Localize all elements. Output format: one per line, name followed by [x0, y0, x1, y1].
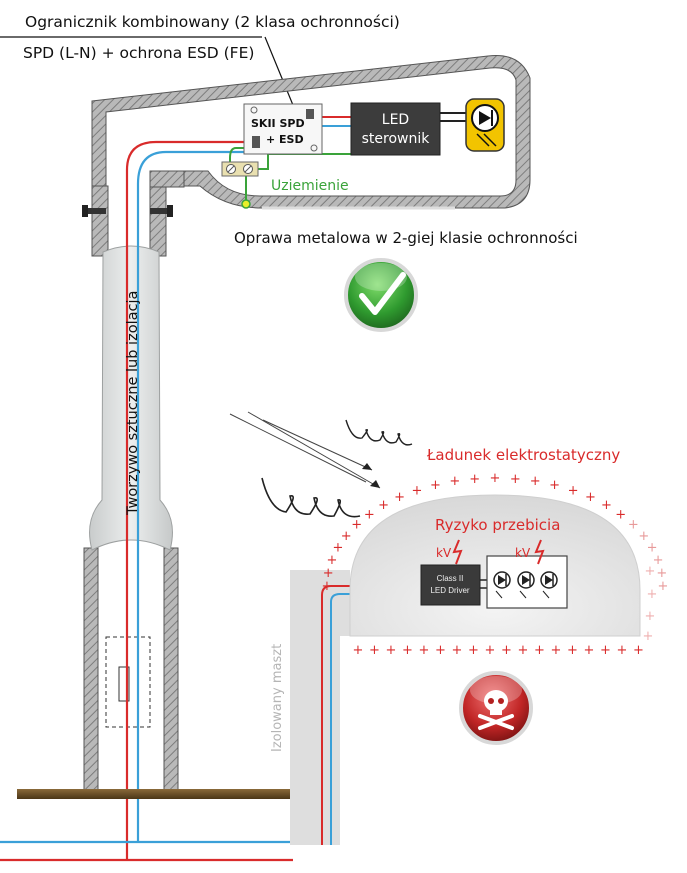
mast-phase-wire — [321, 585, 430, 845]
charge-plus: + — [394, 490, 405, 505]
luminaire-caption: Oprawa metalowa w 2-giej klasie ochronno… — [234, 229, 578, 247]
led-lamp-icon — [465, 98, 505, 152]
insulation-label: Tworzywo sztuczne lub izolacja — [125, 291, 141, 516]
charge-plus-signs: + + + + + + + + + + + + + + + + + + — [353, 643, 644, 658]
insulated-mast — [290, 570, 350, 845]
mast-neutral-wire — [330, 593, 430, 845]
charge-plus: + — [351, 518, 362, 533]
charge-plus: + — [322, 579, 333, 594]
charge-plus: + — [633, 643, 644, 658]
charge-plus: + — [551, 643, 562, 658]
radiation-lines — [229, 411, 381, 489]
header-subtitle: SPD (L-N) + ochrona ESD (FE) — [23, 44, 254, 62]
led-driver-box: LED sterownik — [350, 102, 441, 156]
charge-plus: + — [567, 643, 578, 658]
charge-plus: + — [653, 553, 664, 568]
lightning-icon — [534, 539, 545, 565]
charge-plus: + — [530, 474, 541, 489]
led-module — [486, 555, 568, 609]
charge-plus: + — [411, 483, 422, 498]
spd-module: SKII SPD + ESD — [243, 103, 323, 155]
charge-plus: + — [364, 507, 375, 522]
charge-plus: + — [430, 478, 441, 493]
header: Ogranicznik kombinowany (2 klasa ochronn… — [0, 13, 400, 111]
charge-plus-signs: +++++++++++++++++++++++++++++++ — [322, 471, 669, 644]
charge-plus: + — [656, 566, 667, 581]
charge-plus: + — [645, 609, 656, 624]
mounting-bolt — [150, 205, 173, 217]
charge-plus: + — [501, 643, 512, 658]
class2-label-2: LED Driver — [430, 586, 469, 595]
charge-plus: + — [378, 498, 389, 513]
coil-icon — [261, 419, 413, 518]
charge-plus: + — [341, 529, 352, 544]
charge-plus: + — [419, 643, 430, 658]
terminal-block — [221, 161, 259, 177]
checkmark-icon — [344, 258, 418, 332]
fuse — [118, 666, 130, 702]
charge-plus: + — [369, 643, 380, 658]
spd-label-2: + ESD — [266, 133, 304, 146]
charge-plus: + — [645, 564, 656, 579]
charge-plus: + — [386, 643, 397, 658]
charge-plus: + — [601, 498, 612, 513]
charge-plus: + — [323, 566, 334, 581]
charge-plus: + — [647, 541, 658, 556]
led-diode-icon — [517, 571, 535, 599]
charge-plus: + — [435, 643, 446, 658]
ground-surface — [17, 789, 293, 799]
lightning-icon — [452, 539, 463, 565]
mast-label: Izolowany maszt — [270, 644, 285, 752]
class2-label-1: Class II — [437, 574, 464, 583]
charge-plus: + — [617, 643, 628, 658]
charge-plus: + — [647, 587, 658, 602]
charge-plus: + — [353, 643, 364, 658]
mounting-bolt — [82, 205, 106, 217]
kv-label-2: kV — [515, 546, 531, 560]
charge-plus: + — [628, 518, 639, 533]
charge-plus: + — [584, 643, 595, 658]
charge-plus: + — [638, 529, 649, 544]
header-title: Ogranicznik kombinowany (2 klasa ochronn… — [25, 13, 400, 31]
charge-plus: + — [468, 643, 479, 658]
driver-label-1: LED — [382, 112, 409, 128]
charge-plus: + — [510, 472, 521, 487]
charge-plus: + — [452, 643, 463, 658]
skull-icon — [459, 671, 533, 745]
kv-label-1: kV — [436, 546, 452, 560]
charge-plus: + — [490, 471, 501, 486]
charge-plus: + — [485, 643, 496, 658]
charge-plus: + — [549, 478, 560, 493]
class2-driver: Class II LED Driver — [420, 564, 481, 606]
charge-plus: + — [518, 643, 529, 658]
charge-label: Ładunek elektrostatyczny — [426, 446, 620, 464]
charge-plus: + — [643, 629, 654, 644]
charge-plus: + — [658, 579, 669, 594]
earth-connection-point — [241, 199, 251, 209]
charge-plus: + — [469, 472, 480, 487]
charge-plus: + — [402, 643, 413, 658]
driver-label-2: sterownik — [362, 131, 431, 147]
charge-plus: + — [615, 507, 626, 522]
charge-plus: + — [600, 643, 611, 658]
spd-label-1: SKII SPD — [251, 117, 305, 130]
charge-plus: + — [326, 553, 337, 568]
charge-plus: + — [585, 490, 596, 505]
earth-label: Uziemienie — [271, 178, 349, 194]
charge-plus: + — [449, 474, 460, 489]
led-diode-icon — [540, 571, 558, 599]
leader-line — [264, 36, 296, 111]
led-diode-icon — [493, 571, 511, 599]
luminaire-housing — [91, 54, 531, 210]
charge-plus: + — [568, 483, 579, 498]
pole — [82, 185, 179, 791]
charge-plus: + — [534, 643, 545, 658]
charge-plus: + — [332, 541, 343, 556]
risk-label: Ryzyko przebicia — [435, 516, 560, 534]
